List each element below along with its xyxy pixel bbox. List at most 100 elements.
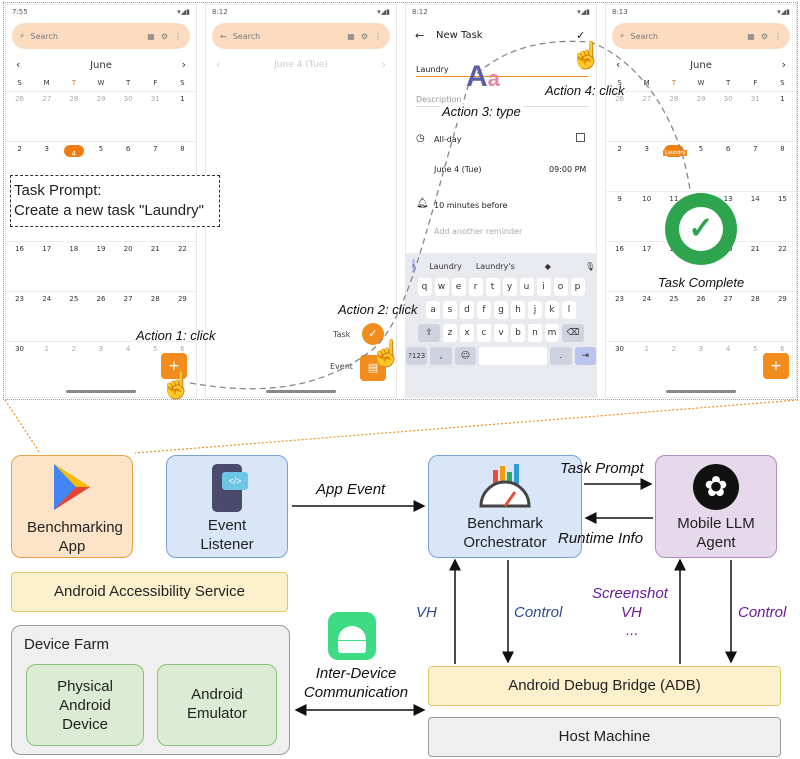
calendar-day[interactable]: 16 — [610, 242, 630, 291]
mic-icon[interactable]: 🎙︎ — [584, 261, 596, 271]
calendar-day[interactable]: 11 — [664, 192, 684, 241]
calendar-day[interactable]: 23 — [10, 292, 30, 341]
key-s[interactable]: s — [443, 301, 457, 319]
calendar-day[interactable]: 26 — [691, 292, 711, 341]
backspace-key[interactable]: ⌫ — [562, 324, 584, 342]
calendar-day[interactable]: 7 — [745, 142, 765, 191]
calendar-day[interactable]: 26 — [91, 292, 111, 341]
calendar-day[interactable]: 2 — [610, 142, 630, 191]
calendar-day[interactable]: 22 — [172, 242, 192, 291]
calendar-day[interactable]: 27 — [37, 92, 57, 141]
reminder-field[interactable]: 10 minutes before — [434, 201, 508, 210]
calendar-day[interactable]: 27 — [637, 92, 657, 141]
search-bar[interactable]: ⌕ Search ▦ ⚙ ⋮ — [612, 23, 790, 49]
menu-task-label[interactable]: Task — [333, 330, 351, 339]
calendar-day[interactable]: 31 — [145, 92, 165, 141]
calendar-day[interactable]: 5 — [145, 342, 165, 391]
calendar-day[interactable]: 1 — [172, 92, 192, 141]
key-u[interactable]: u — [519, 278, 534, 296]
calendar-day[interactable]: 18 — [64, 242, 84, 291]
calendar-day[interactable]: 20 — [118, 242, 138, 291]
calendar-day[interactable]: 7 — [145, 142, 165, 191]
calendar-day[interactable]: 28 — [145, 292, 165, 341]
calendar-day[interactable]: 27 — [118, 292, 138, 341]
allday-checkbox[interactable] — [576, 133, 585, 142]
calendar-day[interactable]: 23 — [610, 292, 630, 341]
calendar-day[interactable]: 2 — [10, 142, 30, 191]
calendar-day[interactable]: 17 — [37, 242, 57, 291]
prev-month-icon[interactable]: ‹ — [16, 58, 21, 71]
calendar-day[interactable]: 29 — [172, 292, 192, 341]
calendar-day[interactable]: 30 — [10, 342, 30, 391]
calendar-day[interactable]: 3 — [37, 142, 57, 191]
period-key[interactable]: . — [550, 347, 572, 365]
grid-icon[interactable]: ▦ — [347, 31, 355, 41]
calendar-day[interactable]: 27 — [718, 292, 738, 341]
save-check-icon[interactable]: ✓ — [576, 29, 586, 42]
key-b[interactable]: b — [511, 324, 525, 342]
add-fab-button[interactable]: + — [161, 353, 187, 379]
calendar-day[interactable]: 4 — [718, 342, 738, 391]
calendar-day[interactable]: 1 — [772, 92, 792, 141]
space-key[interactable] — [479, 347, 548, 365]
add-fab-button[interactable]: + — [763, 353, 789, 379]
symbols-key[interactable]: ?123 — [406, 347, 428, 365]
calendar-day[interactable]: 1 — [637, 342, 657, 391]
expand-icon[interactable]: › — [412, 259, 416, 273]
suggestion-2[interactable]: Laundry's — [475, 261, 515, 271]
suggestion-1[interactable]: Laundry — [429, 261, 462, 271]
event-menu-button[interactable]: ▤ — [360, 355, 386, 381]
calendar-day[interactable]: 19 — [91, 242, 111, 291]
key-f[interactable]: f — [477, 301, 491, 319]
key-n[interactable]: n — [528, 324, 542, 342]
more-icon[interactable]: ⋮ — [774, 31, 782, 41]
calendar-day[interactable]: 9 — [610, 192, 630, 241]
calendar-day[interactable]: 3 — [637, 142, 657, 191]
key-t[interactable]: t — [485, 278, 500, 296]
search-bar[interactable]: ← Search ▦ ⚙ ⋮ — [212, 23, 390, 49]
key-l[interactable]: l — [562, 301, 576, 319]
key-y[interactable]: y — [502, 278, 517, 296]
key-q[interactable]: q — [417, 278, 432, 296]
key-i[interactable]: i — [536, 278, 551, 296]
grid-icon[interactable]: ▦ — [747, 31, 755, 41]
calendar-day[interactable]: 6 — [118, 142, 138, 191]
key-k[interactable]: k — [545, 301, 559, 319]
gear-icon[interactable]: ⚙ — [360, 31, 368, 41]
calendar-day[interactable]: 6 — [172, 342, 192, 391]
calendar-day[interactable]: 21 — [745, 242, 765, 291]
calendar-day[interactable]: 24 — [637, 292, 657, 341]
calendar-day[interactable]: 24 — [37, 292, 57, 341]
calendar-day[interactable]: 2 — [664, 342, 684, 391]
prev-day-icon[interactable]: ‹ — [216, 58, 221, 71]
calendar-day[interactable]: 26 — [610, 92, 630, 141]
menu-event-label[interactable]: Event — [330, 362, 353, 371]
gear-icon[interactable]: ⚙ — [760, 31, 768, 41]
calendar-day[interactable]: 29 — [691, 92, 711, 141]
key-c[interactable]: c — [477, 324, 491, 342]
next-month-icon[interactable]: › — [781, 58, 786, 71]
calendar-day[interactable]: 29 — [772, 292, 792, 341]
date-field[interactable]: June 4 (Tue) — [434, 165, 482, 174]
calendar-day[interactable]: 25 — [664, 292, 684, 341]
calendar-day[interactable]: 16 — [10, 242, 30, 291]
next-month-icon[interactable]: › — [181, 58, 186, 71]
calendar-day[interactable]: 15 — [772, 192, 792, 241]
back-arrow-icon[interactable]: ← — [415, 29, 425, 42]
key-v[interactable]: v — [494, 324, 508, 342]
add-reminder-link[interactable]: Add another reminder — [434, 227, 523, 236]
time-field[interactable]: 09:00 PM — [549, 165, 587, 174]
key-a[interactable]: a — [426, 301, 440, 319]
key-h[interactable]: h — [511, 301, 525, 319]
key-g[interactable]: g — [494, 301, 508, 319]
event-chip[interactable]: Laundry — [663, 150, 688, 156]
search-bar[interactable]: ⌕ Search ▦ ⚙ ⋮ — [12, 23, 190, 49]
calendar-day[interactable]: 29 — [91, 92, 111, 141]
emoji-key[interactable]: ☺ — [454, 347, 477, 365]
calendar-day[interactable]: 21 — [145, 242, 165, 291]
calendar-day[interactable]: 22 — [772, 242, 792, 291]
calendar-day[interactable]: 14 — [745, 192, 765, 241]
calendar-day[interactable]: 26 — [10, 92, 30, 141]
key-x[interactable]: x — [460, 324, 474, 342]
calendar-day[interactable]: 28 — [664, 92, 684, 141]
